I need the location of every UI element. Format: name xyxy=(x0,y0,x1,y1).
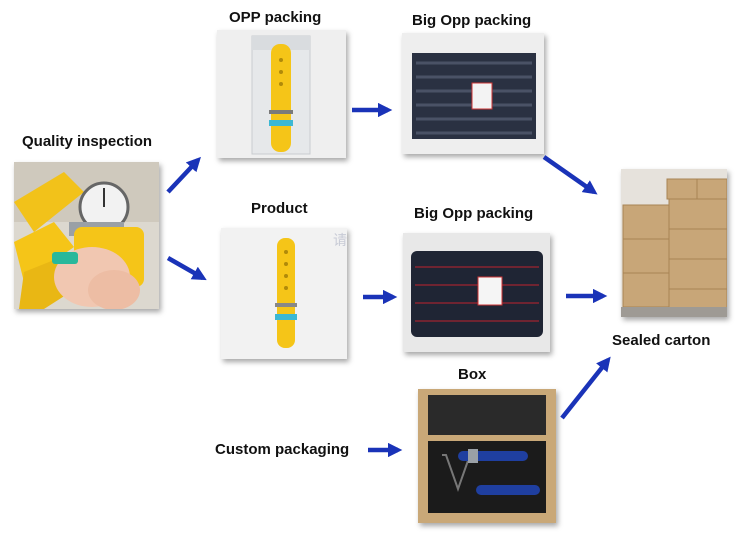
big-opp-packing-middle-label: Big Opp packing xyxy=(414,205,534,222)
sealed-carton-photo xyxy=(621,169,727,317)
arrow-inspection-to-opp xyxy=(166,156,201,194)
arrow-inspection-to-product xyxy=(166,256,207,281)
big-opp-packing-top-label: Big Opp packing xyxy=(412,12,532,29)
big-opp-packing-middle-photo xyxy=(403,233,550,352)
arrow-bigopp-to-carton xyxy=(542,155,598,195)
opp-packing-label: OPP packing xyxy=(229,9,322,26)
arrow-box-to-carton xyxy=(560,356,611,420)
quality-inspection-photo xyxy=(14,162,159,309)
box-label: Box xyxy=(458,366,487,383)
opp-packing-photo xyxy=(217,30,346,158)
sealed-carton-label: Sealed carton xyxy=(612,332,711,349)
quality-inspection-label: Quality inspection xyxy=(22,133,153,150)
custom-packaging-label: Custom packaging xyxy=(215,441,350,458)
watermark-text: 请 xyxy=(333,232,347,248)
product-photo xyxy=(221,228,347,359)
product-label: Product xyxy=(251,200,308,217)
box-photo xyxy=(418,389,556,523)
big-opp-packing-top-photo xyxy=(402,33,544,154)
